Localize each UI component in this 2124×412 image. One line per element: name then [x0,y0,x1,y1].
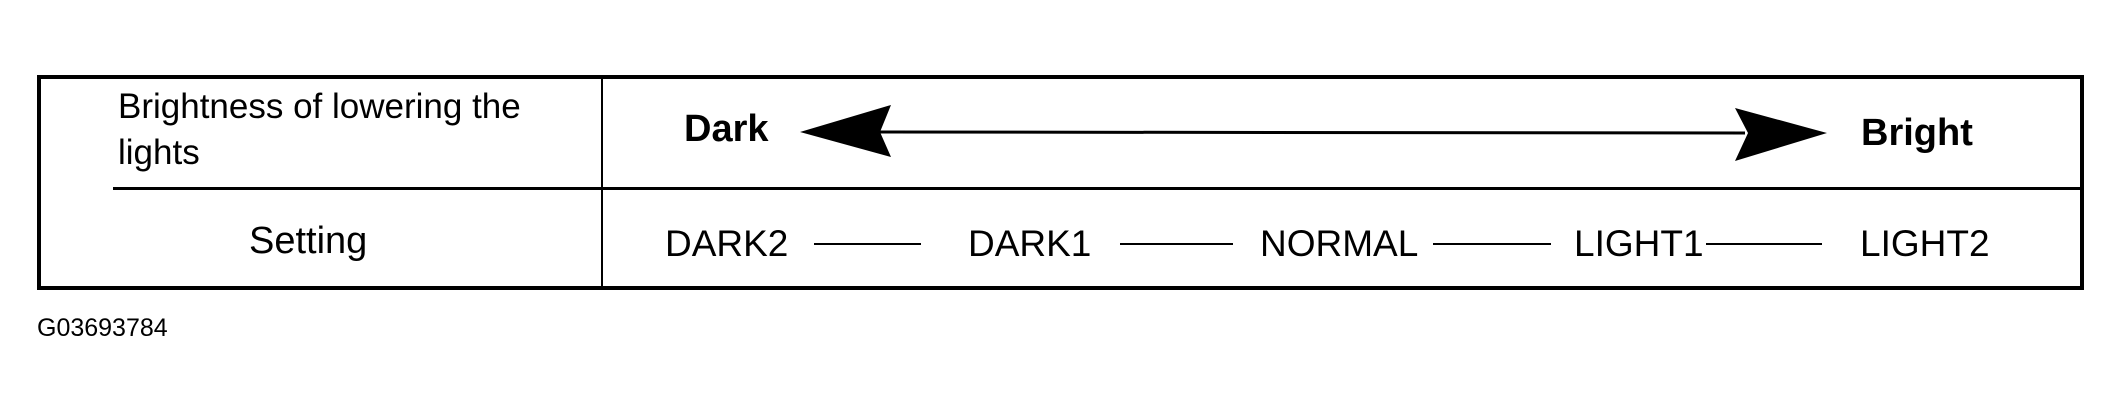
setting-dark1: DARK1 [968,223,1092,264]
setting-connector [1433,243,1551,245]
double-headed-arrow-icon [800,105,1827,161]
setting-normal: NORMAL [1260,223,1419,264]
setting-light2: LIGHT2 [1860,223,1990,264]
table-border [37,75,2084,290]
setting-connector [1120,243,1233,245]
dark-label: Dark [684,108,769,150]
setting-connector [814,243,921,245]
brightness-row-label: Brightness of lowering the lights [118,87,521,172]
column-divider [601,79,603,287]
setting-light1: LIGHT1 [1574,223,1704,264]
row-divider [113,187,2080,190]
bright-label: Bright [1861,112,1973,154]
setting-connector [1706,243,1822,245]
figure-id: G03693784 [37,314,168,342]
setting-row-label: Setting [249,220,368,262]
setting-dark2: DARK2 [665,223,789,264]
